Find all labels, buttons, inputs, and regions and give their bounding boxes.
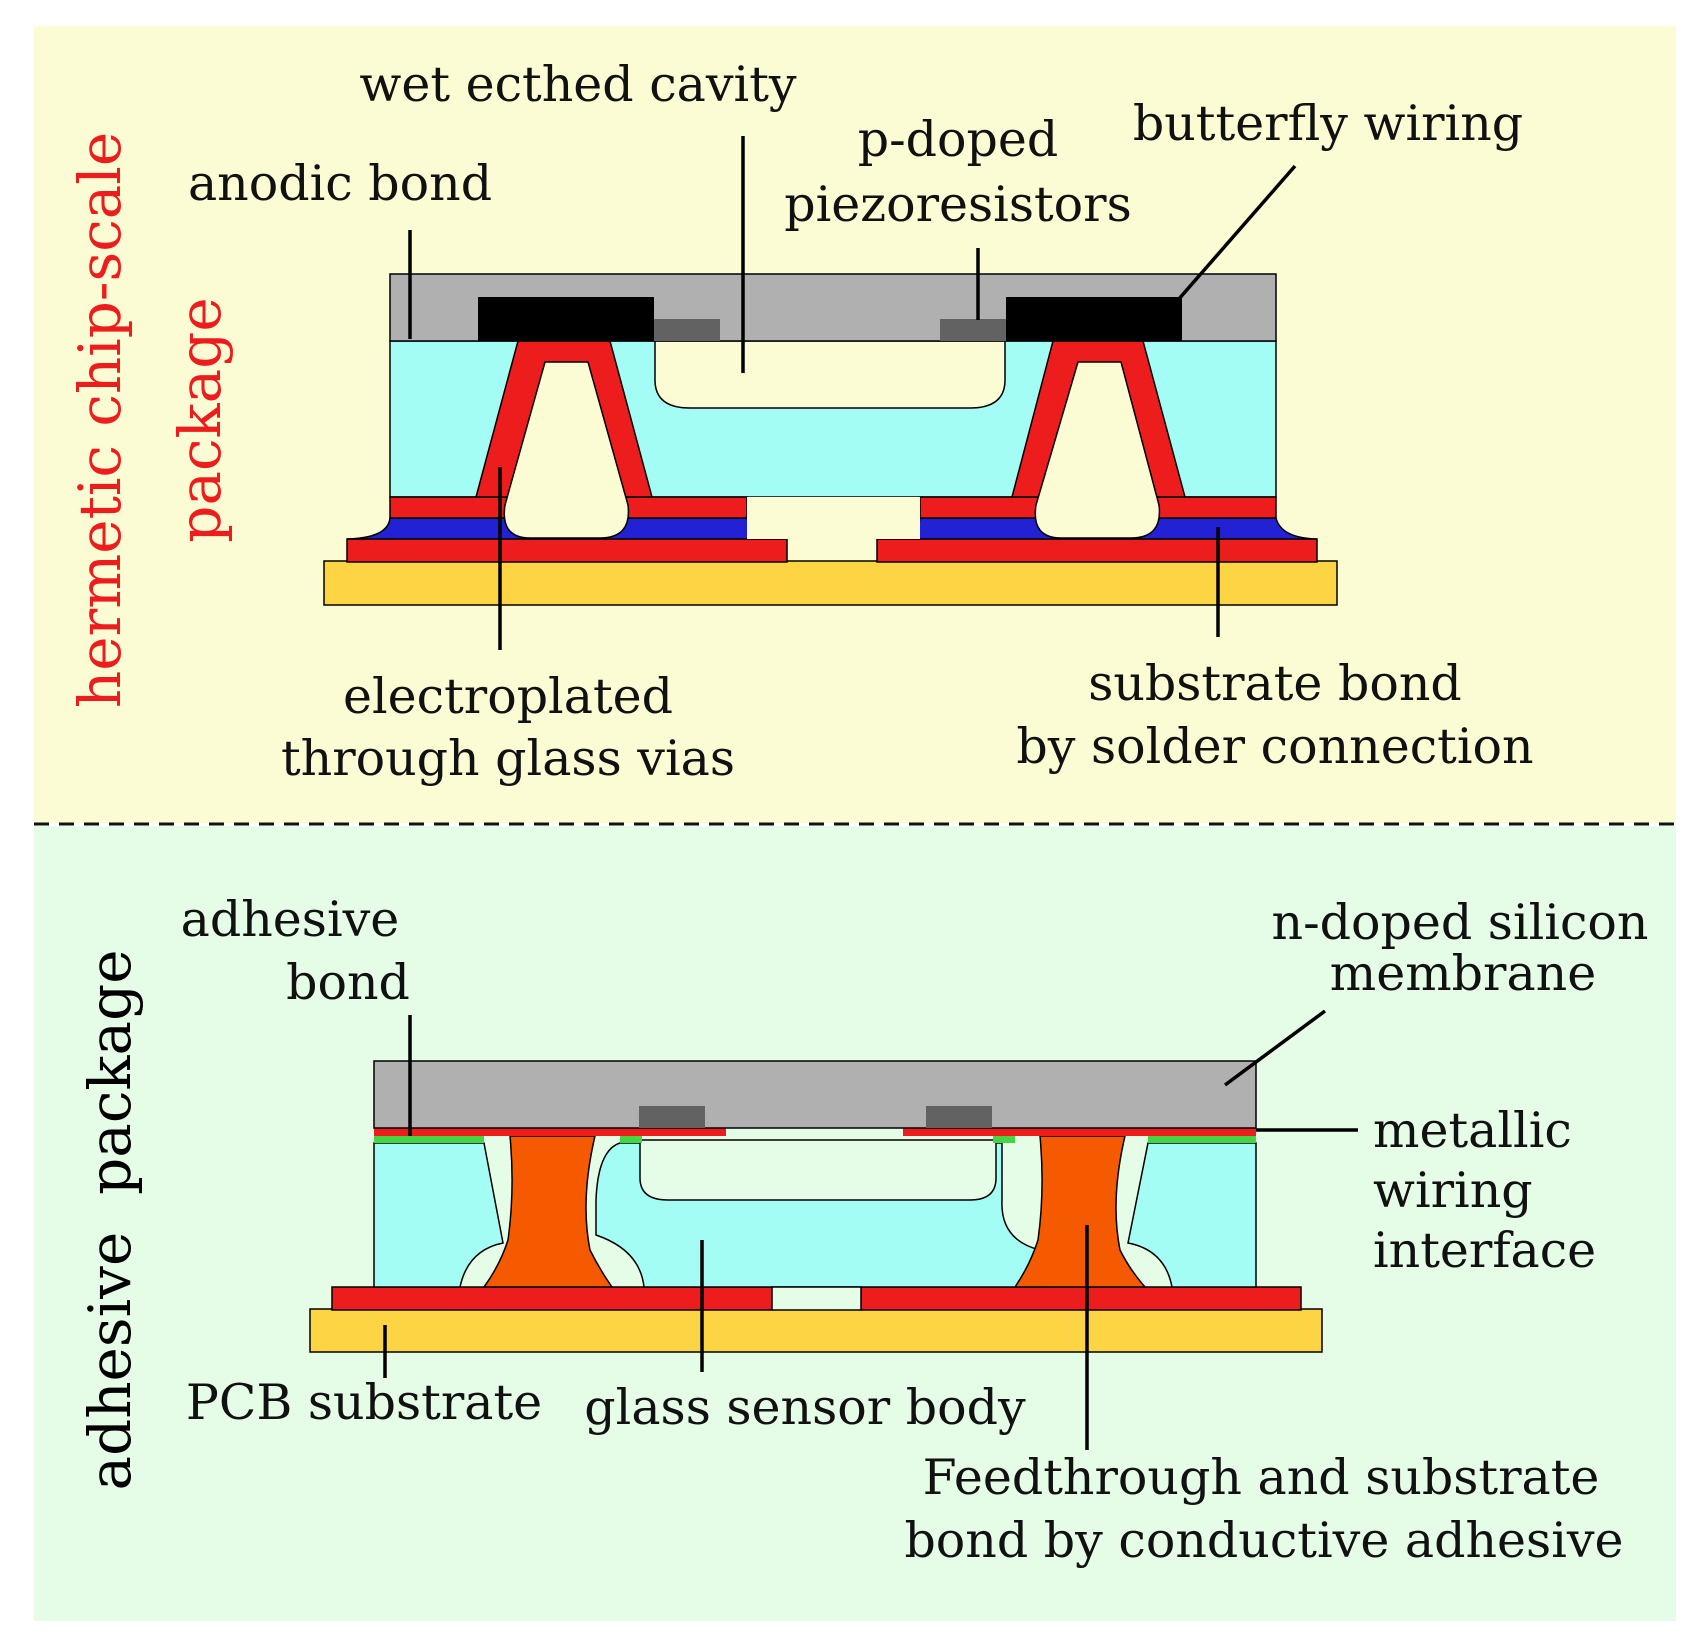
label-p-doped-line2: piezoresistors bbox=[784, 176, 1132, 233]
bottom-wiring-left bbox=[374, 1128, 726, 1136]
leader-membrane bbox=[1223, 1009, 1327, 1087]
label-adhesive-bond-line1: adhesive bbox=[181, 891, 400, 948]
label-pcb-substrate: PCB substrate bbox=[186, 1374, 542, 1431]
label-metallic-line1: metallic bbox=[1373, 1102, 1572, 1159]
label-metallic-line3: interface bbox=[1373, 1222, 1596, 1279]
bottom-conductive-adhesive-right bbox=[1013, 1135, 1147, 1288]
bottom-cavity bbox=[639, 1139, 997, 1201]
label-feedthrough-line1: Feedthrough and substrate bbox=[923, 1449, 1600, 1506]
top-via-right-hole bbox=[1034, 361, 1161, 539]
top-section-label-line2: package bbox=[166, 297, 234, 542]
label-p-doped-line1: p-doped bbox=[858, 111, 1059, 168]
label-anodic-bond: anodic bond bbox=[188, 155, 492, 212]
label-solder-line2: by solder connection bbox=[1016, 718, 1533, 775]
top-butterfly-wiring-right bbox=[1006, 297, 1182, 341]
bottom-silicon-membrane bbox=[373, 1060, 1257, 1129]
label-metallic-line2: wiring bbox=[1373, 1162, 1533, 1219]
bottom-center-gap bbox=[771, 1286, 862, 1311]
label-membrane-line1: n-doped silicon bbox=[1272, 894, 1649, 951]
top-substrate-pad-left bbox=[346, 538, 788, 563]
top-section-label-line1: hermetic chip-scale bbox=[66, 132, 134, 708]
bottom-adhesive-layer-center-left bbox=[620, 1136, 642, 1143]
label-solder-line1: substrate bond bbox=[1088, 655, 1462, 712]
top-center-gap bbox=[747, 497, 920, 539]
label-membrane-line2: membrane bbox=[1330, 945, 1597, 1002]
label-vias-line1: electroplated bbox=[343, 668, 673, 725]
leader-butterfly-wiring bbox=[1176, 164, 1297, 302]
bottom-conductive-adhesive-left bbox=[482, 1135, 614, 1288]
bottom-piezoresistor-left bbox=[639, 1106, 705, 1128]
hermetic-package-cross-section bbox=[323, 273, 1338, 606]
bottom-pcb-substrate bbox=[309, 1308, 1323, 1353]
top-pcb-substrate bbox=[323, 560, 1338, 606]
top-wet-etched-cavity bbox=[654, 340, 1006, 409]
bottom-substrate-pad-left bbox=[331, 1286, 773, 1311]
bottom-glass-left bbox=[373, 1142, 504, 1288]
top-piezoresistor-left bbox=[654, 319, 720, 341]
label-vias-line2: through glass vias bbox=[281, 730, 735, 787]
label-wet-etched-cavity: wet ecthed cavity bbox=[359, 56, 797, 113]
bottom-adhesive-layer-left bbox=[374, 1136, 484, 1143]
bottom-piezoresistor-right bbox=[926, 1106, 992, 1128]
label-glass-sensor-body: glass sensor body bbox=[584, 1379, 1026, 1436]
bottom-adhesive-layer-right bbox=[1148, 1136, 1256, 1143]
bottom-substrate-pad-right bbox=[860, 1286, 1302, 1311]
label-adhesive-bond-line2: bond bbox=[286, 954, 410, 1011]
top-via-left-hole bbox=[503, 361, 630, 539]
top-substrate-pad-right bbox=[876, 538, 1318, 563]
label-butterfly-wiring: butterfly wiring bbox=[1133, 95, 1523, 152]
bottom-wiring-right bbox=[903, 1128, 1256, 1136]
label-feedthrough-line2: bond by conductive adhesive bbox=[904, 1512, 1623, 1569]
top-butterfly-wiring-left bbox=[478, 297, 654, 341]
bottom-section-label: adhesive package bbox=[76, 949, 144, 1490]
adhesive-package-cross-section bbox=[309, 1060, 1323, 1353]
top-piezoresistor-right bbox=[940, 319, 1006, 341]
bottom-glass-right bbox=[1127, 1142, 1257, 1288]
bottom-adhesive-layer-center-right bbox=[993, 1136, 1015, 1143]
